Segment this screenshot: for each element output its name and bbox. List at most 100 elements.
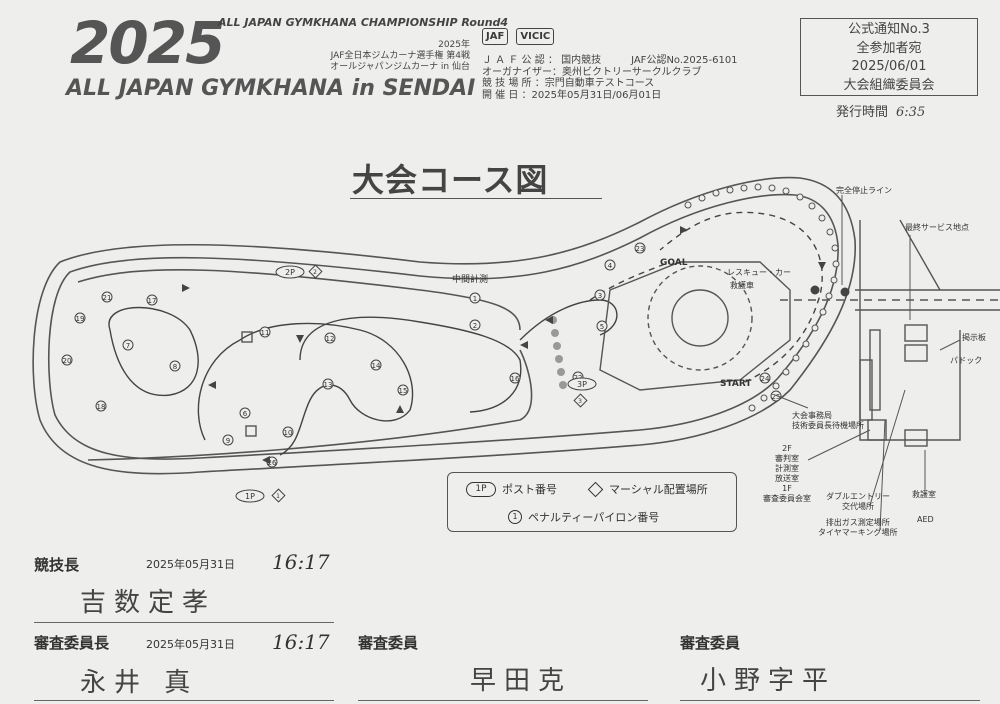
logo-round-line: 2025年: [438, 40, 470, 50]
pylon-13: 13: [322, 378, 334, 390]
svg-text:6: 6: [243, 410, 248, 418]
building-control: [904, 324, 928, 342]
course-inner-boundary: [47, 193, 839, 460]
exhaust-line: 排出ガス測定場所: [825, 518, 890, 527]
svg-text:13: 13: [324, 381, 333, 389]
pylon-23: 23: [634, 242, 646, 254]
building-label-line: 計測室: [775, 464, 799, 473]
stop-line-dot: [810, 285, 820, 295]
pylon-24: 24: [759, 372, 771, 384]
sig-name-member-2: 小野字平: [700, 666, 837, 696]
pylon-16: 16: [509, 372, 521, 384]
building-2f-label: 2F 審判室 計測室 放送室 1F 審査委員会室: [762, 444, 812, 504]
first-aid-label: 救護室: [912, 490, 936, 499]
legend-pylon-label: ペナルティーパイロン番号: [528, 511, 660, 524]
svg-text:21: 21: [103, 294, 112, 302]
logo-year: 2025: [70, 9, 225, 77]
mid-timing-label: 中間計測: [452, 275, 489, 285]
sig-line-member-2: [680, 700, 980, 701]
building-control-2: [904, 344, 928, 362]
sig-role-member-1: 審査委員: [358, 634, 419, 652]
svg-text:2P: 2P: [285, 268, 295, 277]
notice-issuer: 大会組織委員会: [843, 77, 935, 93]
event-info: Ｊ Ａ Ｆ 公 認 ： 国内競技 JAF公認No.2025-6101 オーガナイ…: [482, 55, 738, 101]
paddock-boundary: [859, 219, 961, 441]
official-notice-box: 公式通知No.3 全参加者宛 2025/06/01 大会組織委員会: [800, 18, 978, 96]
route-center-section: [197, 322, 414, 456]
route-middle-loop: [299, 316, 522, 413]
marker-box-left: [241, 331, 253, 343]
full-stop-line-label: 完全停止ライン: [836, 186, 892, 195]
pylon-6: 6: [239, 407, 251, 419]
pylon-21: 21: [101, 291, 113, 303]
goal-label: GOAL: [660, 258, 688, 268]
course-track-line: [77, 269, 533, 461]
legend-marshal-label: マーシャル配置場所: [609, 483, 708, 496]
sig-date-chair: 2025年05月31日: [146, 638, 235, 651]
svg-text:2: 2: [313, 269, 317, 276]
pylon-15: 15: [397, 384, 409, 396]
svg-text:18: 18: [97, 403, 106, 411]
pylon-19: 19: [74, 312, 86, 324]
pylon-18: 18: [95, 400, 107, 412]
svg-text:1: 1: [276, 493, 280, 500]
pylon-20: 20: [61, 354, 73, 366]
legend-marshal-symbol: [587, 481, 604, 497]
final-service-label: 最終サービス地点: [905, 223, 969, 232]
svg-text:14: 14: [372, 362, 381, 370]
double-entry-line: ダブルエントリー: [826, 492, 890, 501]
legend-post-symbol: 1P: [466, 481, 496, 497]
pylon-25: 25: [770, 390, 782, 402]
building-label-line: 審判室: [775, 454, 799, 463]
legend-pylon: 1 ペナルティーパイロン番号: [508, 509, 659, 525]
exhaust-label: 排出ガス測定場所 タイヤマーキング場所: [818, 518, 898, 538]
double-entry-area: [859, 359, 873, 421]
sig-name-director: 吉数定孝: [80, 588, 217, 618]
edge-pylons: [684, 183, 840, 412]
info-row: オーガナイザー：奥州ビクトリーサークルクラブ: [482, 66, 702, 78]
ambulance-label: 救護車: [730, 281, 754, 290]
building-label-line: 1F: [782, 484, 792, 493]
logo-series: ALL JAPAN GYMKHANA CHAMPIONSHIP Round4: [218, 16, 509, 29]
svg-text:2: 2: [473, 322, 477, 330]
info-row: 開 催 日 ：2025年05月31日/06月01日: [482, 89, 662, 101]
office-label-line: 大会事務局: [792, 411, 832, 420]
logo-event-name: ALL JAPAN GYMKHANA in SENDAI: [66, 76, 476, 101]
aed-label: AED: [917, 515, 934, 524]
sig-line-director: [34, 622, 334, 623]
office-label-line: 技術委員長待機場所: [792, 421, 864, 430]
vicic-badge: VICIC: [516, 28, 555, 45]
jaf-badge: JAF: [482, 28, 509, 45]
issue-time-label: 発行時間: [836, 105, 889, 120]
issue-time-value: 6:35: [896, 105, 926, 120]
sponsor-badges: JAF VICIC: [482, 24, 557, 45]
svg-text:24: 24: [761, 375, 770, 383]
svg-text:25: 25: [772, 393, 781, 401]
legend-post-label: ポスト番号: [502, 483, 557, 496]
info-row: 競 技 場 所 ：宗門自動車テストコース: [482, 78, 655, 89]
svg-text:1: 1: [473, 295, 477, 303]
pylon-5: 5: [596, 320, 608, 332]
course-outer-boundary: [32, 176, 856, 475]
sig-role-member-2: 審査委員: [680, 634, 741, 652]
svg-text:15: 15: [399, 387, 408, 395]
pylon-9: 9: [222, 434, 234, 446]
full-stop-dot: [840, 287, 850, 297]
marker-box-bottom: [245, 425, 257, 437]
svg-text:10: 10: [284, 429, 293, 437]
legend-marshal: マーシャル配置場所: [586, 481, 708, 497]
marshal-2-marker: 2: [308, 264, 323, 279]
info-row: Ｊ Ａ Ｆ 公 認 ： 国内競技 JAF公認No.2025-6101: [482, 55, 738, 66]
sig-line-chair: [34, 700, 334, 701]
sig-name-chair: 永井 真: [80, 668, 199, 698]
issue-time: 発行時間 6:35: [836, 101, 925, 120]
pylon-7: 7: [122, 339, 134, 351]
svg-text:9: 9: [226, 437, 230, 445]
svg-text:3: 3: [578, 398, 582, 405]
title-underline: [350, 198, 602, 199]
notice-recipient: 全参加者宛: [856, 40, 922, 56]
post-3p-marker: 3P: [567, 377, 597, 391]
route-infield-loop: [108, 306, 199, 396]
pylon-3: 3: [594, 289, 606, 301]
